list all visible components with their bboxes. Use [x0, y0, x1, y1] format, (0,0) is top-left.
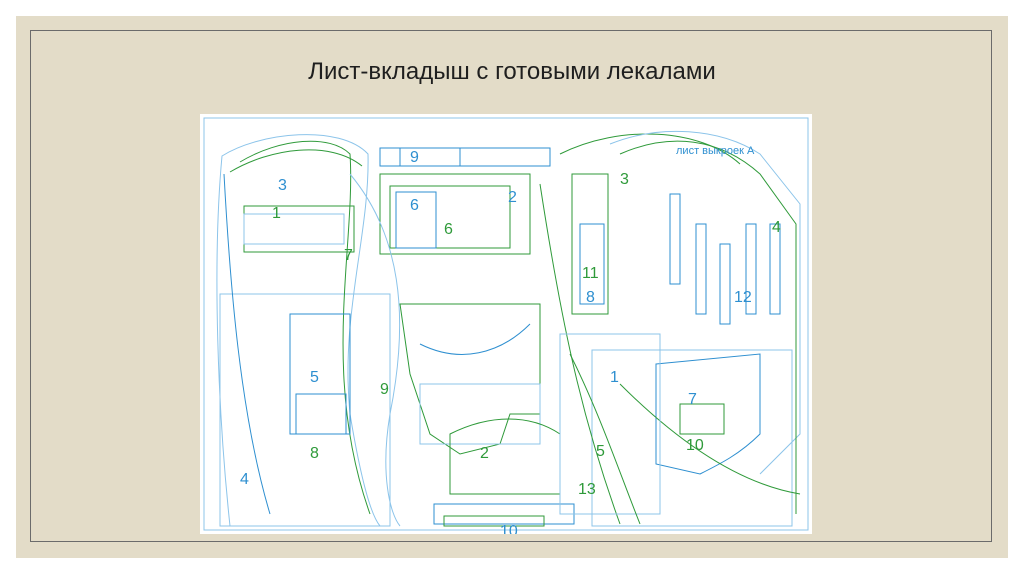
slide-frame — [30, 30, 992, 542]
svg-text:8: 8 — [310, 445, 319, 462]
svg-text:9: 9 — [410, 149, 419, 166]
svg-text:7: 7 — [344, 247, 353, 264]
slide-title: Лист-вкладыш с готовыми лекалами — [308, 58, 716, 85]
svg-text:2: 2 — [508, 189, 517, 206]
pattern-lines-drawing: 3 1 7 9 6 6 2 5 8 9 4 2 10 11 8 1 5 13 3… — [203, 117, 809, 534]
svg-text:6: 6 — [410, 197, 419, 214]
svg-text:4: 4 — [772, 219, 781, 236]
svg-text:10: 10 — [686, 437, 704, 454]
svg-text:10: 10 — [500, 523, 518, 534]
svg-text:7: 7 — [688, 391, 697, 408]
svg-text:3: 3 — [620, 171, 629, 188]
slide: Лист-вкладыш с готовыми лекалами — [16, 16, 1008, 558]
svg-text:6: 6 — [444, 221, 453, 238]
svg-text:13: 13 — [578, 481, 596, 498]
svg-text:12: 12 — [734, 289, 752, 306]
svg-text:2: 2 — [480, 445, 489, 462]
svg-text:1: 1 — [610, 369, 619, 386]
sheet-label: лист выкроек А — [676, 145, 755, 157]
svg-text:3: 3 — [278, 177, 287, 194]
svg-text:9: 9 — [380, 381, 389, 398]
svg-text:11: 11 — [582, 265, 599, 282]
svg-text:4: 4 — [240, 471, 249, 488]
svg-text:8: 8 — [586, 289, 595, 306]
pattern-sheet-image: 3 1 7 9 6 6 2 5 8 9 4 2 10 11 8 1 5 13 3… — [200, 114, 812, 534]
svg-text:5: 5 — [310, 369, 319, 386]
svg-text:1: 1 — [272, 205, 281, 222]
svg-text:5: 5 — [596, 443, 605, 460]
